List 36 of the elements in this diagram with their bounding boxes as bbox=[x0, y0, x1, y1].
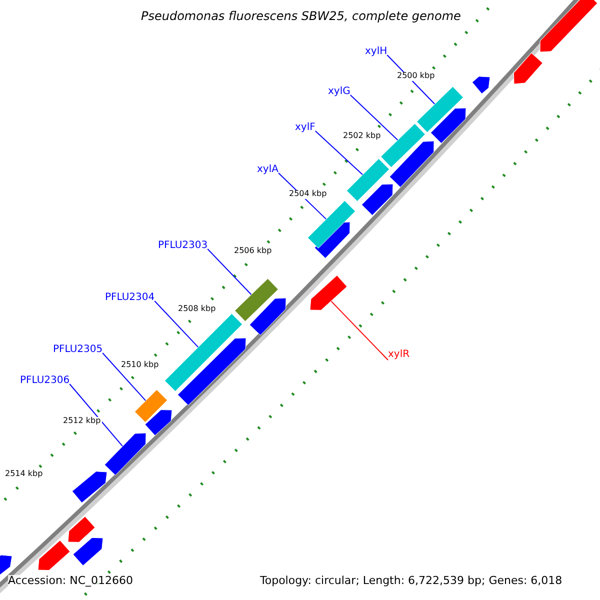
map-title: Pseudomonas fluorescens SBW25, complete genome bbox=[140, 10, 461, 24]
gene-block bbox=[134, 389, 168, 423]
gene-label: xylA bbox=[257, 164, 278, 175]
gene-label: PFLU2306 bbox=[20, 375, 70, 386]
gene-label: PFLU2305 bbox=[53, 344, 103, 355]
genome-stats-text: Topology: circular; Length: 6,722,539 bp; Genes: 6,018 bbox=[260, 575, 562, 588]
gene-block bbox=[104, 432, 146, 476]
leader-line bbox=[350, 94, 398, 141]
accession-text: Accession: NC_012660 bbox=[8, 575, 134, 588]
gene-label: PFLU2303 bbox=[158, 240, 208, 251]
gene-block bbox=[307, 200, 356, 249]
gene-label: PFLU2304 bbox=[105, 292, 155, 303]
scale-tick-label: 2512 kbp bbox=[62, 417, 102, 426]
scale-tick-label: 2510 kbp bbox=[120, 361, 160, 370]
gene-block bbox=[346, 158, 390, 202]
scale-tick-label: 2502 kbp bbox=[342, 132, 382, 141]
gene-label: xylG bbox=[328, 86, 350, 97]
scale-tick-label: 2500 kbp bbox=[396, 72, 436, 81]
leader-line bbox=[207, 248, 252, 296]
scale-tick-label: 2514 kbp bbox=[4, 470, 44, 479]
gene-block bbox=[310, 275, 348, 310]
gene-block bbox=[380, 123, 426, 168]
gene-label: xylF bbox=[295, 122, 316, 133]
gene-block bbox=[234, 278, 278, 322]
gene-block bbox=[164, 313, 243, 392]
gene-label: xylR bbox=[388, 349, 410, 360]
scale-tick-label: 2504 kbp bbox=[288, 190, 328, 199]
scale-tick-label: 2506 kbp bbox=[233, 247, 273, 256]
scale-tick-label: 2508 kbp bbox=[177, 305, 217, 314]
gene-label: xylH bbox=[365, 46, 388, 57]
leader-line bbox=[314, 130, 364, 176]
gene-block bbox=[416, 86, 464, 133]
leader-line bbox=[330, 300, 388, 360]
leader-line bbox=[69, 384, 124, 447]
leader-line bbox=[154, 300, 199, 348]
leader-line bbox=[102, 352, 146, 402]
